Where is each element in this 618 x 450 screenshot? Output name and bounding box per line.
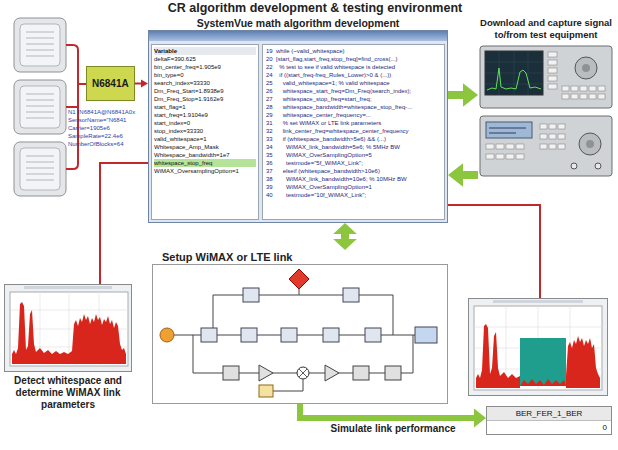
code-line: 26 whitespace_start_freq=Dm_Freq(search_… [266, 87, 441, 95]
variable-row: Dm_Freq_Start=1.8938e9 [154, 87, 256, 95]
code-line: 28 whitespace_bandwidth=whitespace_stop_… [266, 103, 441, 111]
test-instruments [478, 42, 614, 182]
link-schematic [153, 265, 447, 403]
code-line: 34 WiMAX_link_bandwidth=5e6; % 5MHz BW [266, 143, 441, 151]
group-heading: Download and capture signal to/from test… [478, 17, 614, 40]
spectrum-plot [469, 299, 608, 396]
code-pane: 19 while (~valid_whitespace)20 [start_fl… [262, 44, 445, 220]
variable-row: search_index=33330 [154, 79, 256, 87]
sensor-units [14, 18, 66, 196]
variable-pane: VariabledeltaF=390.625bin_center_freq=1.… [151, 44, 259, 220]
arrow-head [448, 163, 463, 187]
variable-row: start_flag=1 [154, 103, 256, 111]
variable-row: Whitespace_Amp_Mask [154, 143, 256, 151]
connector-line [100, 163, 148, 284]
code-line: 22 % test to see if valid whitespace is … [266, 63, 441, 71]
window-heading: SystemVue math algorithm development [148, 17, 448, 30]
variable-row: start_index=0 [154, 119, 256, 127]
sensor-parameter: Carrier=1905e6 [68, 124, 135, 132]
variable-row: valid_whitespace=1 [154, 135, 256, 143]
sensor-parameter: SensorName="N6841 [68, 116, 135, 124]
device-name: N6841A [92, 78, 129, 89]
table-cell: 0 [487, 421, 611, 434]
sensor-parameter: NumberOfBlocks=64 [68, 140, 135, 148]
code-line: 36 testmode="5f_WiMAX_Link"; [266, 159, 441, 167]
variable-row: Variable [154, 47, 256, 55]
variable-row: Dm_Freq_Stop=1.9162e9 [154, 95, 256, 103]
connector [448, 163, 478, 187]
instrument-group: Download and capture signal to/from test… [478, 17, 614, 182]
connector [333, 223, 357, 250]
schematic-panel: Setup WiMAX or LTE link [152, 250, 448, 404]
connector-line [135, 83, 142, 85]
code-line: 32 link_center_freq=whitespace_center_fr… [266, 127, 441, 135]
code-line: 39 WiMAX_OverSamplingOption=1 [266, 183, 441, 191]
code-line: 38 WiMAX_link_bandwidth=10e6; % 10MHz BW [266, 175, 441, 183]
panel-heading: Setup WiMAX or LTE link [152, 250, 448, 264]
variable-row: bin_center_freq=1.905e9 [154, 63, 256, 71]
leader-line [448, 205, 540, 298]
connector-line [448, 91, 465, 99]
code-line: 27 whitespace_stop_freq=start_freq; [266, 95, 441, 103]
code-line: 35 WiMAX_OverSamplingOption=5 [266, 151, 441, 159]
connector-line [461, 171, 478, 179]
arrow-head [333, 223, 357, 234]
code-line: 33 if (whitespace_bandwidth>5e6) && (...… [266, 135, 441, 143]
code-line: 31 % set WiMAX or LTE link parameters [266, 119, 441, 127]
table-header: BER_FER_1_BER [487, 407, 611, 421]
spectrum-plot [4, 284, 132, 372]
analyzer-box: N6841A [86, 66, 135, 101]
plot-caption: Detect whitespace and determine WiMAX li… [4, 375, 132, 411]
arrow-head [463, 83, 478, 107]
variable-row: bin_type=0 [154, 71, 256, 79]
app-window: SystemVue math algorithm developmentVari… [148, 17, 448, 223]
connector-line [300, 404, 476, 418]
diagram-title: CR algorithm development & testing envir… [168, 1, 462, 15]
code-line: 37 elseif (whitespace_bandwidth>10e6) [266, 167, 441, 175]
variable-row: start_freq=1.9104e9 [154, 111, 256, 119]
sensor-bracket [66, 45, 86, 169]
variable-row: Whitespace_bandwidth=1e7 [154, 151, 256, 159]
window-frame: VariabledeltaF=390.625bin_center_freq=1.… [148, 30, 448, 223]
arrow-head [474, 408, 486, 427]
arrow-head [141, 80, 148, 88]
edge-label: Simulate link performance [328, 423, 457, 434]
code-line: 40 testmode="10f_WiMAX_Link"; [266, 191, 441, 199]
sensor-parameter: SampleRate=22.4e6 [68, 132, 135, 140]
schematic-box [152, 264, 448, 404]
code-line: 19 while (~valid_whitespace) [266, 47, 441, 55]
spectrum-panel: Detect whitespace and determine WiMAX li… [4, 284, 132, 411]
sensor-parameter: N1 (N6841A@N6841A0x [68, 108, 135, 116]
sensor-parameters: N1 (N6841A@N6841A0xSensorName="N6841Carr… [68, 108, 135, 148]
code-line: 20 [start_flag,start_freq,stop_freq]=fin… [266, 55, 441, 63]
variable-row: deltaF=390.625 [154, 55, 256, 63]
variable-row: stop_index=33330 [154, 127, 256, 135]
code-line: 24 if ((start_freq-freq_Rules_Lower)>0 &… [266, 71, 441, 79]
arrow-head [333, 239, 357, 250]
connector [448, 83, 478, 107]
result-table: BER_FER_1_BER0 [486, 406, 612, 435]
variable-row: WiMAX_OversamplingOption=1 [154, 167, 256, 175]
title-bar [149, 31, 447, 41]
connector [100, 163, 148, 284]
code-line: 25 valid_whitespace=1; % valid whitespac… [266, 79, 441, 87]
connector [135, 80, 148, 88]
code-line: 29 whitespace_center_frequency=... [266, 111, 441, 119]
variable-row: whitespace_stop_freq [154, 159, 256, 167]
